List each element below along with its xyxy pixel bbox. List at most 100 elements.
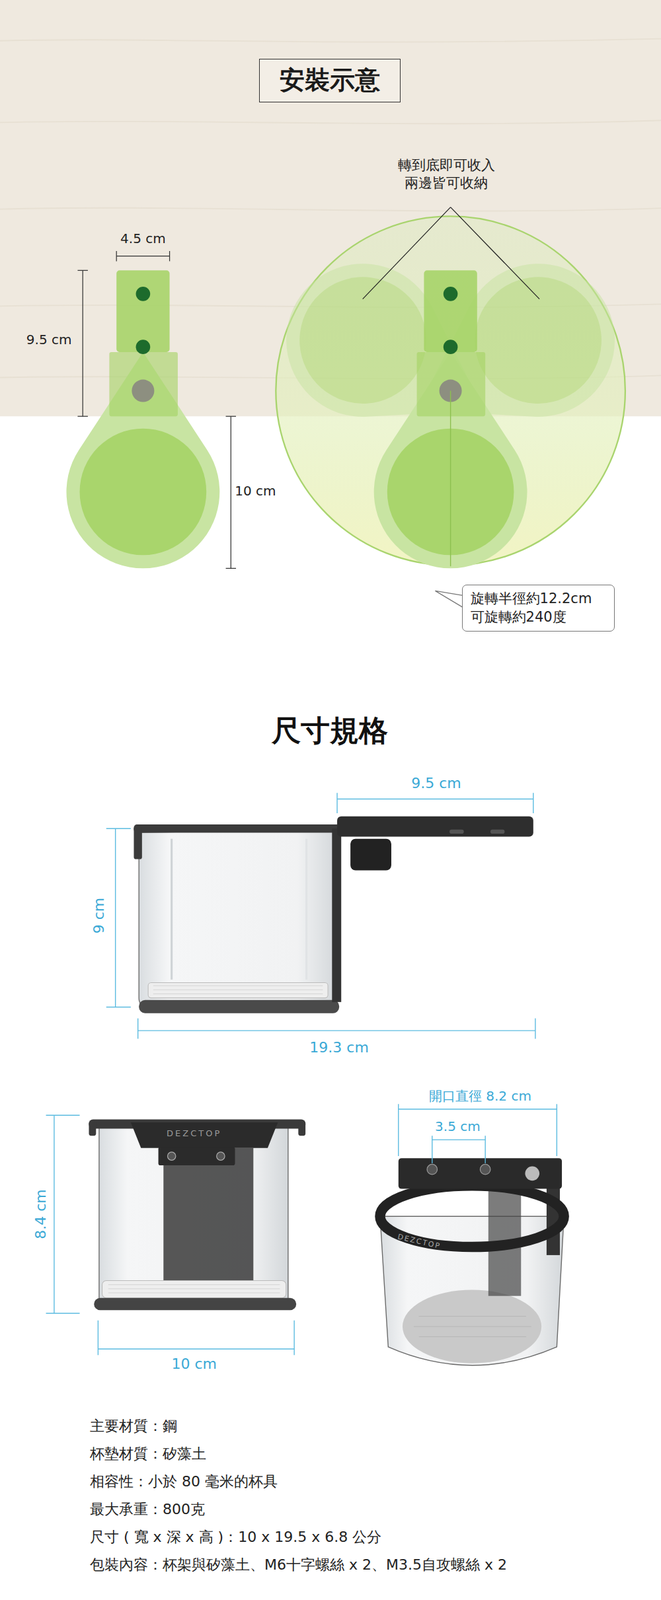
art-shape [77,416,88,418]
art-shape [53,1115,55,1315]
spec-line: 最大承重：800克 [89,1501,205,1521]
art-shape [106,828,131,830]
art-shape [226,568,236,570]
dimension-lines [106,793,536,1040]
note-text: 轉到底即可收入 兩邊皆可收納 [393,156,500,194]
dimension-lines [46,1115,295,1356]
art-shape [484,1136,486,1165]
art-shape [138,828,338,1007]
art-shape [490,830,506,835]
art-shape [88,1122,96,1137]
art-shape [413,1317,532,1338]
art-shape [130,1123,279,1149]
art-shape [148,982,328,999]
art-shape [102,1281,287,1299]
section-heading: 尺寸規格 [271,711,389,750]
art-shape [397,1104,399,1157]
cup-front-view [88,1119,306,1311]
art-shape [163,1148,254,1287]
radius-line [450,391,451,568]
art-shape [106,1007,131,1009]
leader-lines [362,207,540,300]
dimension-lines [398,1104,558,1165]
art-shape [293,1321,295,1357]
dimension-label: 10 cm [171,1355,217,1375]
art-shape [431,1136,433,1165]
art-shape [116,255,170,257]
spec-line: 相容性：小於 80 毫米的杯具 [89,1473,278,1493]
art-shape [133,824,340,833]
dimension-label: 3.5 cm [434,1118,481,1136]
art-shape [170,839,173,981]
art-shape [153,986,324,995]
art-shape [432,1140,486,1141]
art-shape [138,1000,340,1014]
dimension-label: 開口直徑 8.2 cm [428,1088,532,1106]
node-text: 旋轉半徑約12.2cm 可旋轉約240度 [470,589,607,628]
brand-mark: DEZCTOP [396,1232,442,1252]
dimension-label: 10 cm [234,482,276,500]
art-shape [82,270,84,417]
art-shape [532,793,534,814]
art-shape [137,1019,139,1040]
art-shape [97,1321,99,1357]
node-text: 安裝示意 [279,63,381,98]
dimension-label: 19.3 cm [309,1039,369,1059]
art-shape [116,251,117,262]
art-shape [169,251,170,262]
art-shape [362,207,451,300]
art-shape [336,793,338,814]
art-shape [337,816,534,838]
art-shape [398,1158,562,1190]
art-shape [427,1164,437,1175]
mount-diagram [66,270,220,569]
art-shape [556,1104,558,1157]
dimension-label: 9.5 cm [411,774,462,794]
callout-box: 旋轉半徑約12.2cm 可旋轉約240度 [462,584,615,632]
art-shape [337,799,534,800]
rotation-diagram [258,235,644,569]
art-shape [449,830,465,835]
art-shape [158,1147,236,1167]
art-shape [108,1285,281,1294]
art-shape [402,1290,542,1364]
art-shape [46,1313,80,1315]
art-shape [138,1030,536,1032]
art-shape [115,828,116,1008]
brand-mark: DEZCTOP [166,1128,222,1141]
art-shape [417,270,486,417]
art-shape [479,1164,490,1175]
art-shape [298,1122,306,1137]
art-shape [305,839,308,981]
spec-line: 主要材質：鋼 [89,1417,178,1438]
dimension-label: 8.4 cm [31,1189,51,1241]
art-shape [534,1019,536,1040]
dimension-label: 9 cm [89,897,110,934]
dimension-label: 4.5 cm [120,230,166,248]
cup-perspective-view [380,1158,564,1367]
spec-line: 杯墊材質：矽藻土 [89,1445,207,1465]
dimension-label: 9.5 cm [26,331,73,349]
art-shape [230,416,232,569]
art-shape [350,839,392,872]
art-shape [226,416,236,418]
art-shape [398,1109,558,1110]
title-box: 安裝示意 [259,58,401,102]
art-shape [331,828,342,1003]
art-shape [46,1115,80,1117]
art-shape [524,1167,540,1182]
art-shape [133,826,142,860]
callout-tail [434,590,466,610]
art-shape [109,270,178,417]
art-shape [77,270,88,272]
art-shape [99,1128,289,1301]
cup-side-view [133,816,533,1014]
art-shape [450,207,540,300]
dimension-lines [77,251,236,569]
art-shape [93,1298,297,1312]
art-shape [216,1152,225,1161]
art-shape [97,1349,295,1350]
art-shape [167,1152,176,1161]
